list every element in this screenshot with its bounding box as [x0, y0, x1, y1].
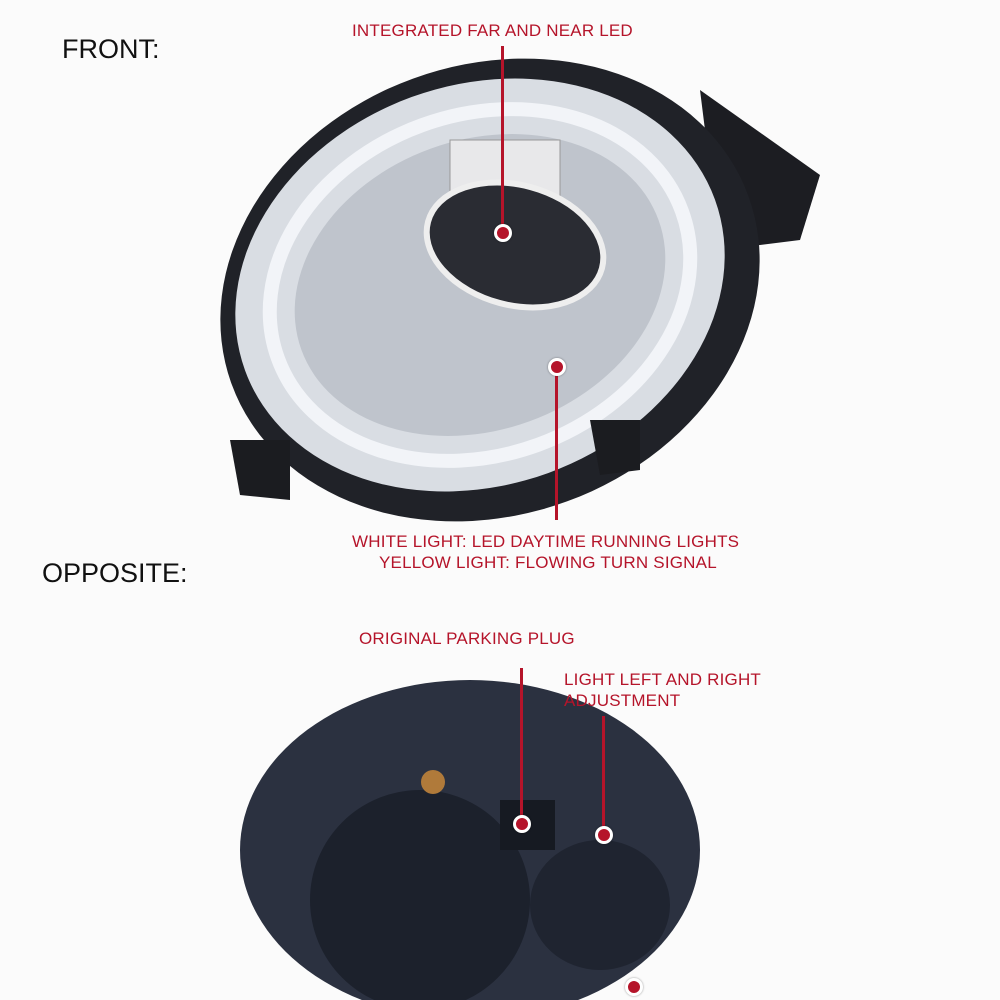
far-near-led-pointer — [501, 46, 504, 230]
front-label: FRONT: — [62, 34, 160, 64]
adjustment-marker — [595, 826, 613, 844]
far-near-led-marker — [494, 224, 512, 242]
far-near-led-callout: INTEGRATED FAR AND NEAR LED — [352, 21, 633, 40]
front-headlight-image — [220, 58, 820, 522]
parking-plug-pointer — [520, 668, 523, 818]
adjustment-callout-line2: ADJUSTMENT — [564, 691, 681, 710]
parking-plug-marker — [513, 815, 531, 833]
parking-plug-callout: ORIGINAL PARKING PLUG — [359, 629, 575, 648]
adjustment-pointer — [602, 716, 605, 828]
lower-adjustment-marker — [625, 978, 643, 996]
rear-headlight-image — [240, 680, 700, 1000]
drl-callout-line2: YELLOW LIGHT: FLOWING TURN SIGNAL — [379, 553, 717, 572]
adjustment-callout-line1: LIGHT LEFT AND RIGHT — [564, 670, 762, 689]
opposite-label: OPPOSITE: — [42, 558, 188, 588]
drl-pointer — [555, 370, 558, 520]
drl-marker — [548, 358, 566, 376]
drl-callout-line1: WHITE LIGHT: LED DAYTIME RUNNING LIGHTS — [352, 532, 740, 551]
